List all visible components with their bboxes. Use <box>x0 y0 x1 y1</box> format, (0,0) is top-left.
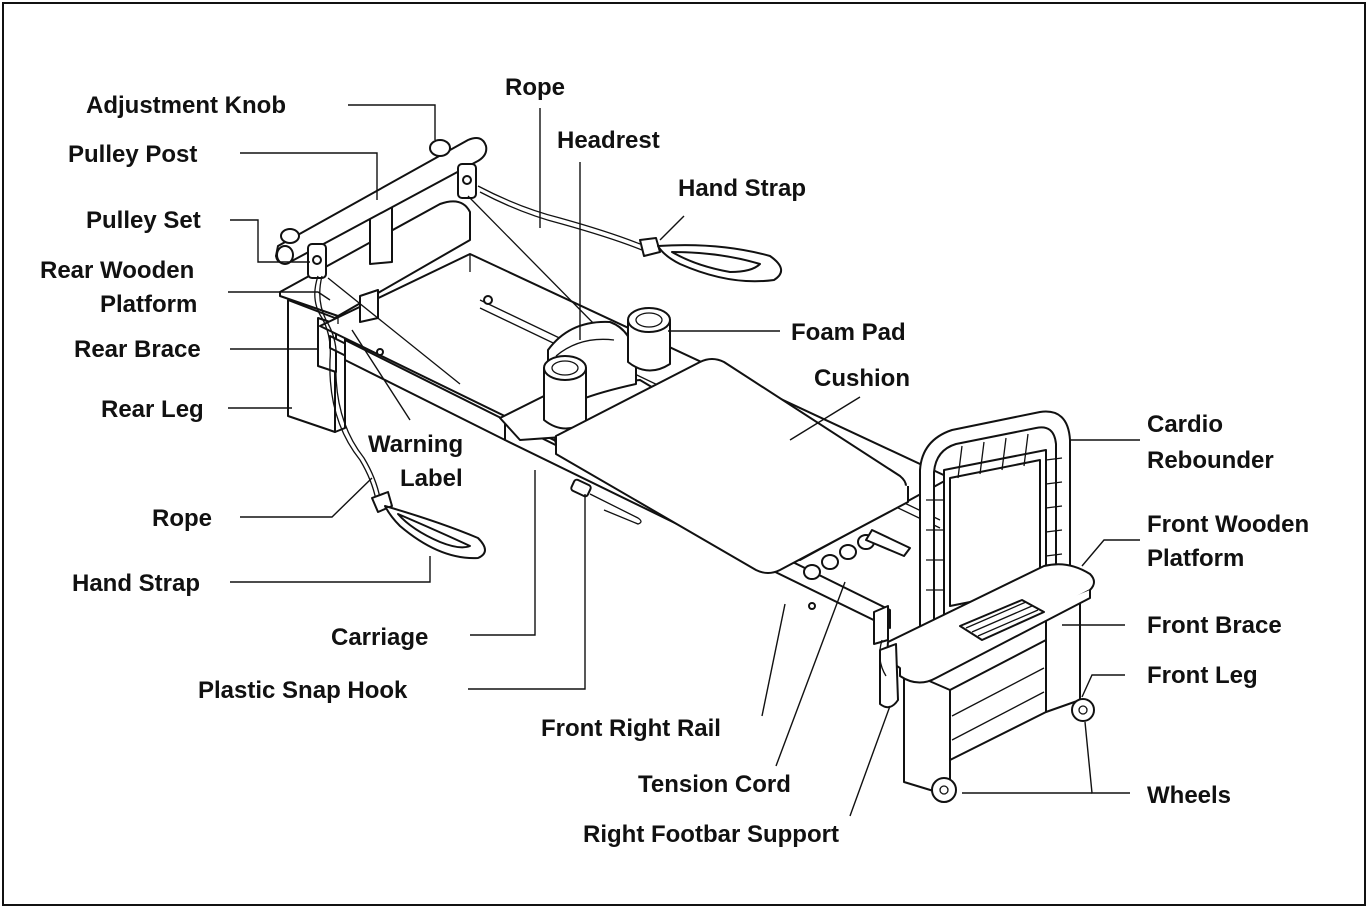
label-hand-strap-top: Hand Strap <box>678 175 806 202</box>
reformer-illustration <box>275 137 1095 803</box>
label-pulley-post: Pulley Post <box>68 141 197 168</box>
front-brace <box>949 639 1047 761</box>
label-warning-line1: Warning <box>368 431 463 458</box>
tension-cords <box>803 529 911 580</box>
ropes <box>314 185 643 501</box>
hand-straps <box>371 237 782 560</box>
pulley-post <box>275 137 488 265</box>
label-front-right-rail: Front Right Rail <box>541 715 721 742</box>
foam-pads <box>543 307 671 430</box>
label-plastic-snap-hook: Plastic Snap Hook <box>198 677 408 704</box>
labels: Adjustment Knob Pulley Post Pulley Set R… <box>40 74 1309 848</box>
label-front-wooden-line1: Front Wooden <box>1147 511 1309 538</box>
label-cushion: Cushion <box>814 365 910 392</box>
label-carriage: Carriage <box>331 624 428 651</box>
right-footbar-support <box>873 605 899 709</box>
cushion <box>554 358 909 574</box>
label-cardio-line1: Cardio <box>1147 411 1223 438</box>
front-wooden-platform <box>886 563 1095 684</box>
label-right-footbar-support: Right Footbar Support <box>583 821 839 848</box>
label-warning-line2: Label <box>400 465 463 492</box>
plastic-snap-hook <box>570 478 642 525</box>
label-rear-wooden-line2: Platform <box>100 291 197 318</box>
label-pulley-set: Pulley Set <box>86 207 201 234</box>
adjustment-knob <box>429 139 451 157</box>
label-tension-cord: Tension Cord <box>638 771 791 798</box>
label-hand-strap-left: Hand Strap <box>72 570 200 597</box>
leader-lines <box>228 104 1140 817</box>
label-front-wooden-line2: Platform <box>1147 545 1244 572</box>
wheels <box>931 698 1095 803</box>
label-adjustment-knob: Adjustment Knob <box>86 92 286 119</box>
label-wheels: Wheels <box>1147 782 1231 809</box>
cardio-rebounder <box>919 410 1071 641</box>
label-rear-wooden-line1: Rear Wooden <box>40 257 194 284</box>
label-headrest: Headrest <box>557 127 660 154</box>
pulley-set <box>307 163 477 279</box>
label-rope-left: Rope <box>152 505 212 532</box>
label-front-brace: Front Brace <box>1147 612 1282 639</box>
label-cardio-line2: Rebounder <box>1147 447 1274 474</box>
label-rope-top: Rope <box>505 74 565 101</box>
label-rear-leg: Rear Leg <box>101 396 204 423</box>
label-rear-brace: Rear Brace <box>74 336 201 363</box>
label-front-leg: Front Leg <box>1147 662 1258 689</box>
label-foam-pad: Foam Pad <box>791 319 906 346</box>
